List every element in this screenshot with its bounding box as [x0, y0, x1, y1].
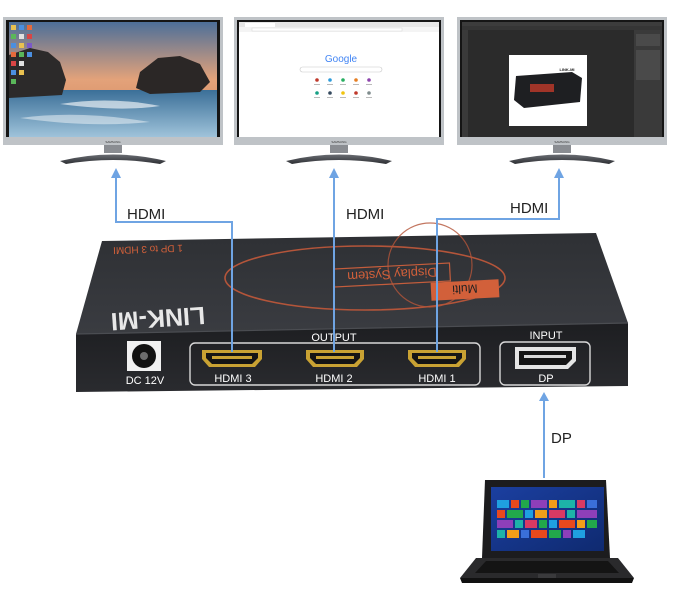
browser-screen: Google — [239, 22, 439, 137]
arrow-up-icon — [111, 168, 121, 178]
monitor-brand: SAMSUNG — [554, 140, 570, 144]
monitor-neck — [553, 145, 571, 153]
model-text: 1 DP to 3 HDMI — [113, 242, 183, 255]
arrow-up-icon — [539, 392, 549, 401]
wave — [20, 114, 150, 125]
hdmi-port-tongue — [316, 356, 354, 359]
arrow-up-icon — [554, 168, 564, 178]
input-section-label: INPUT — [530, 330, 563, 342]
laptop-touchpad — [538, 574, 556, 578]
browser-page — [239, 22, 439, 137]
cable-label-hdmi-middle: HDMI — [346, 206, 384, 223]
desktop-screen — [9, 22, 217, 137]
monitor-neck — [104, 145, 122, 153]
port-label-dp: DP — [538, 373, 553, 385]
monitor-neck — [330, 145, 348, 153]
editor-panel — [636, 34, 660, 46]
editor-menubar — [462, 22, 662, 26]
address-bar[interactable] — [251, 27, 403, 32]
port-label-hdmi-1: HDMI 1 — [418, 373, 455, 385]
display-system-label: Display System — [347, 265, 437, 285]
cable-hdmi-1 — [436, 178, 560, 352]
editor-panel — [636, 50, 660, 80]
port-label-hdmi-2: HDMI 2 — [315, 373, 352, 385]
hdmi-port-tongue — [418, 356, 456, 359]
monitor-stand — [286, 154, 392, 164]
dp-port-tongue — [524, 355, 566, 358]
brand-logo: LINK-MI — [110, 301, 206, 336]
port-label-hdmi-3: HDMI 3 — [214, 373, 251, 385]
canvas-accent — [530, 84, 554, 92]
monitor-3: LINK-MI SAMSUNG — [457, 17, 667, 164]
power-label: DC 12V — [126, 375, 165, 387]
hdmi-port-2[interactable] — [306, 350, 364, 367]
laptop-keyboard — [475, 561, 619, 573]
hdmi-port-1[interactable] — [408, 350, 466, 367]
monitor-brand: SAMSUNG — [331, 140, 347, 144]
laptop — [460, 480, 634, 583]
google-logo: Google — [325, 54, 358, 65]
splitter-device: Display System Multi 1 DP to 3 HDMI LINK… — [75, 222, 629, 392]
shortcut-tiles — [314, 78, 372, 98]
dp-port[interactable] — [515, 347, 576, 369]
cable-hdmi-3 — [115, 178, 233, 352]
hdmi-port-3[interactable] — [202, 350, 262, 367]
monitor-1: SAMSUNG — [3, 17, 223, 164]
cable-label-hdmi-right: HDMI — [510, 200, 548, 217]
device-top-panel — [76, 233, 628, 334]
arrow-up-icon — [329, 168, 339, 178]
cable-label-hdmi-left: HDMI — [127, 206, 165, 223]
top-ellipse-decor — [224, 245, 506, 311]
monitor-stand — [60, 154, 166, 164]
power-jack[interactable] — [127, 341, 161, 371]
editor-panels — [634, 30, 662, 137]
cables — [111, 168, 564, 478]
monitor-stand — [509, 154, 615, 164]
rock-left — [9, 48, 66, 98]
power-jack-pin — [140, 352, 148, 360]
multi-label: Multi — [452, 281, 478, 296]
browser-tab — [245, 23, 275, 27]
search-input[interactable] — [299, 66, 383, 73]
laptop-screen — [491, 487, 604, 551]
browser-tabbar — [239, 22, 439, 27]
screen-sea — [9, 90, 217, 137]
laptop-base-edge — [460, 578, 634, 583]
desktop-icons — [11, 25, 32, 84]
canvas-brand: LINK-MI — [559, 67, 574, 72]
wave — [60, 100, 160, 109]
start-screen-tiles — [497, 500, 597, 538]
monitor-brand: SAMSUNG — [105, 140, 121, 144]
editor-toolbox — [462, 30, 468, 137]
top-circle-decor — [387, 222, 473, 308]
hdmi-port-tongue — [212, 356, 252, 359]
input-port-group — [499, 341, 591, 386]
cable-label-dp: DP — [551, 430, 572, 447]
device-edge — [75, 322, 629, 335]
rock-right — [136, 56, 210, 94]
multi-badge — [430, 279, 500, 301]
editor-optionsbar — [462, 26, 662, 30]
monitor-2: Google SAMSUNG — [234, 17, 444, 164]
editor-screen: LINK-MI — [462, 22, 662, 137]
